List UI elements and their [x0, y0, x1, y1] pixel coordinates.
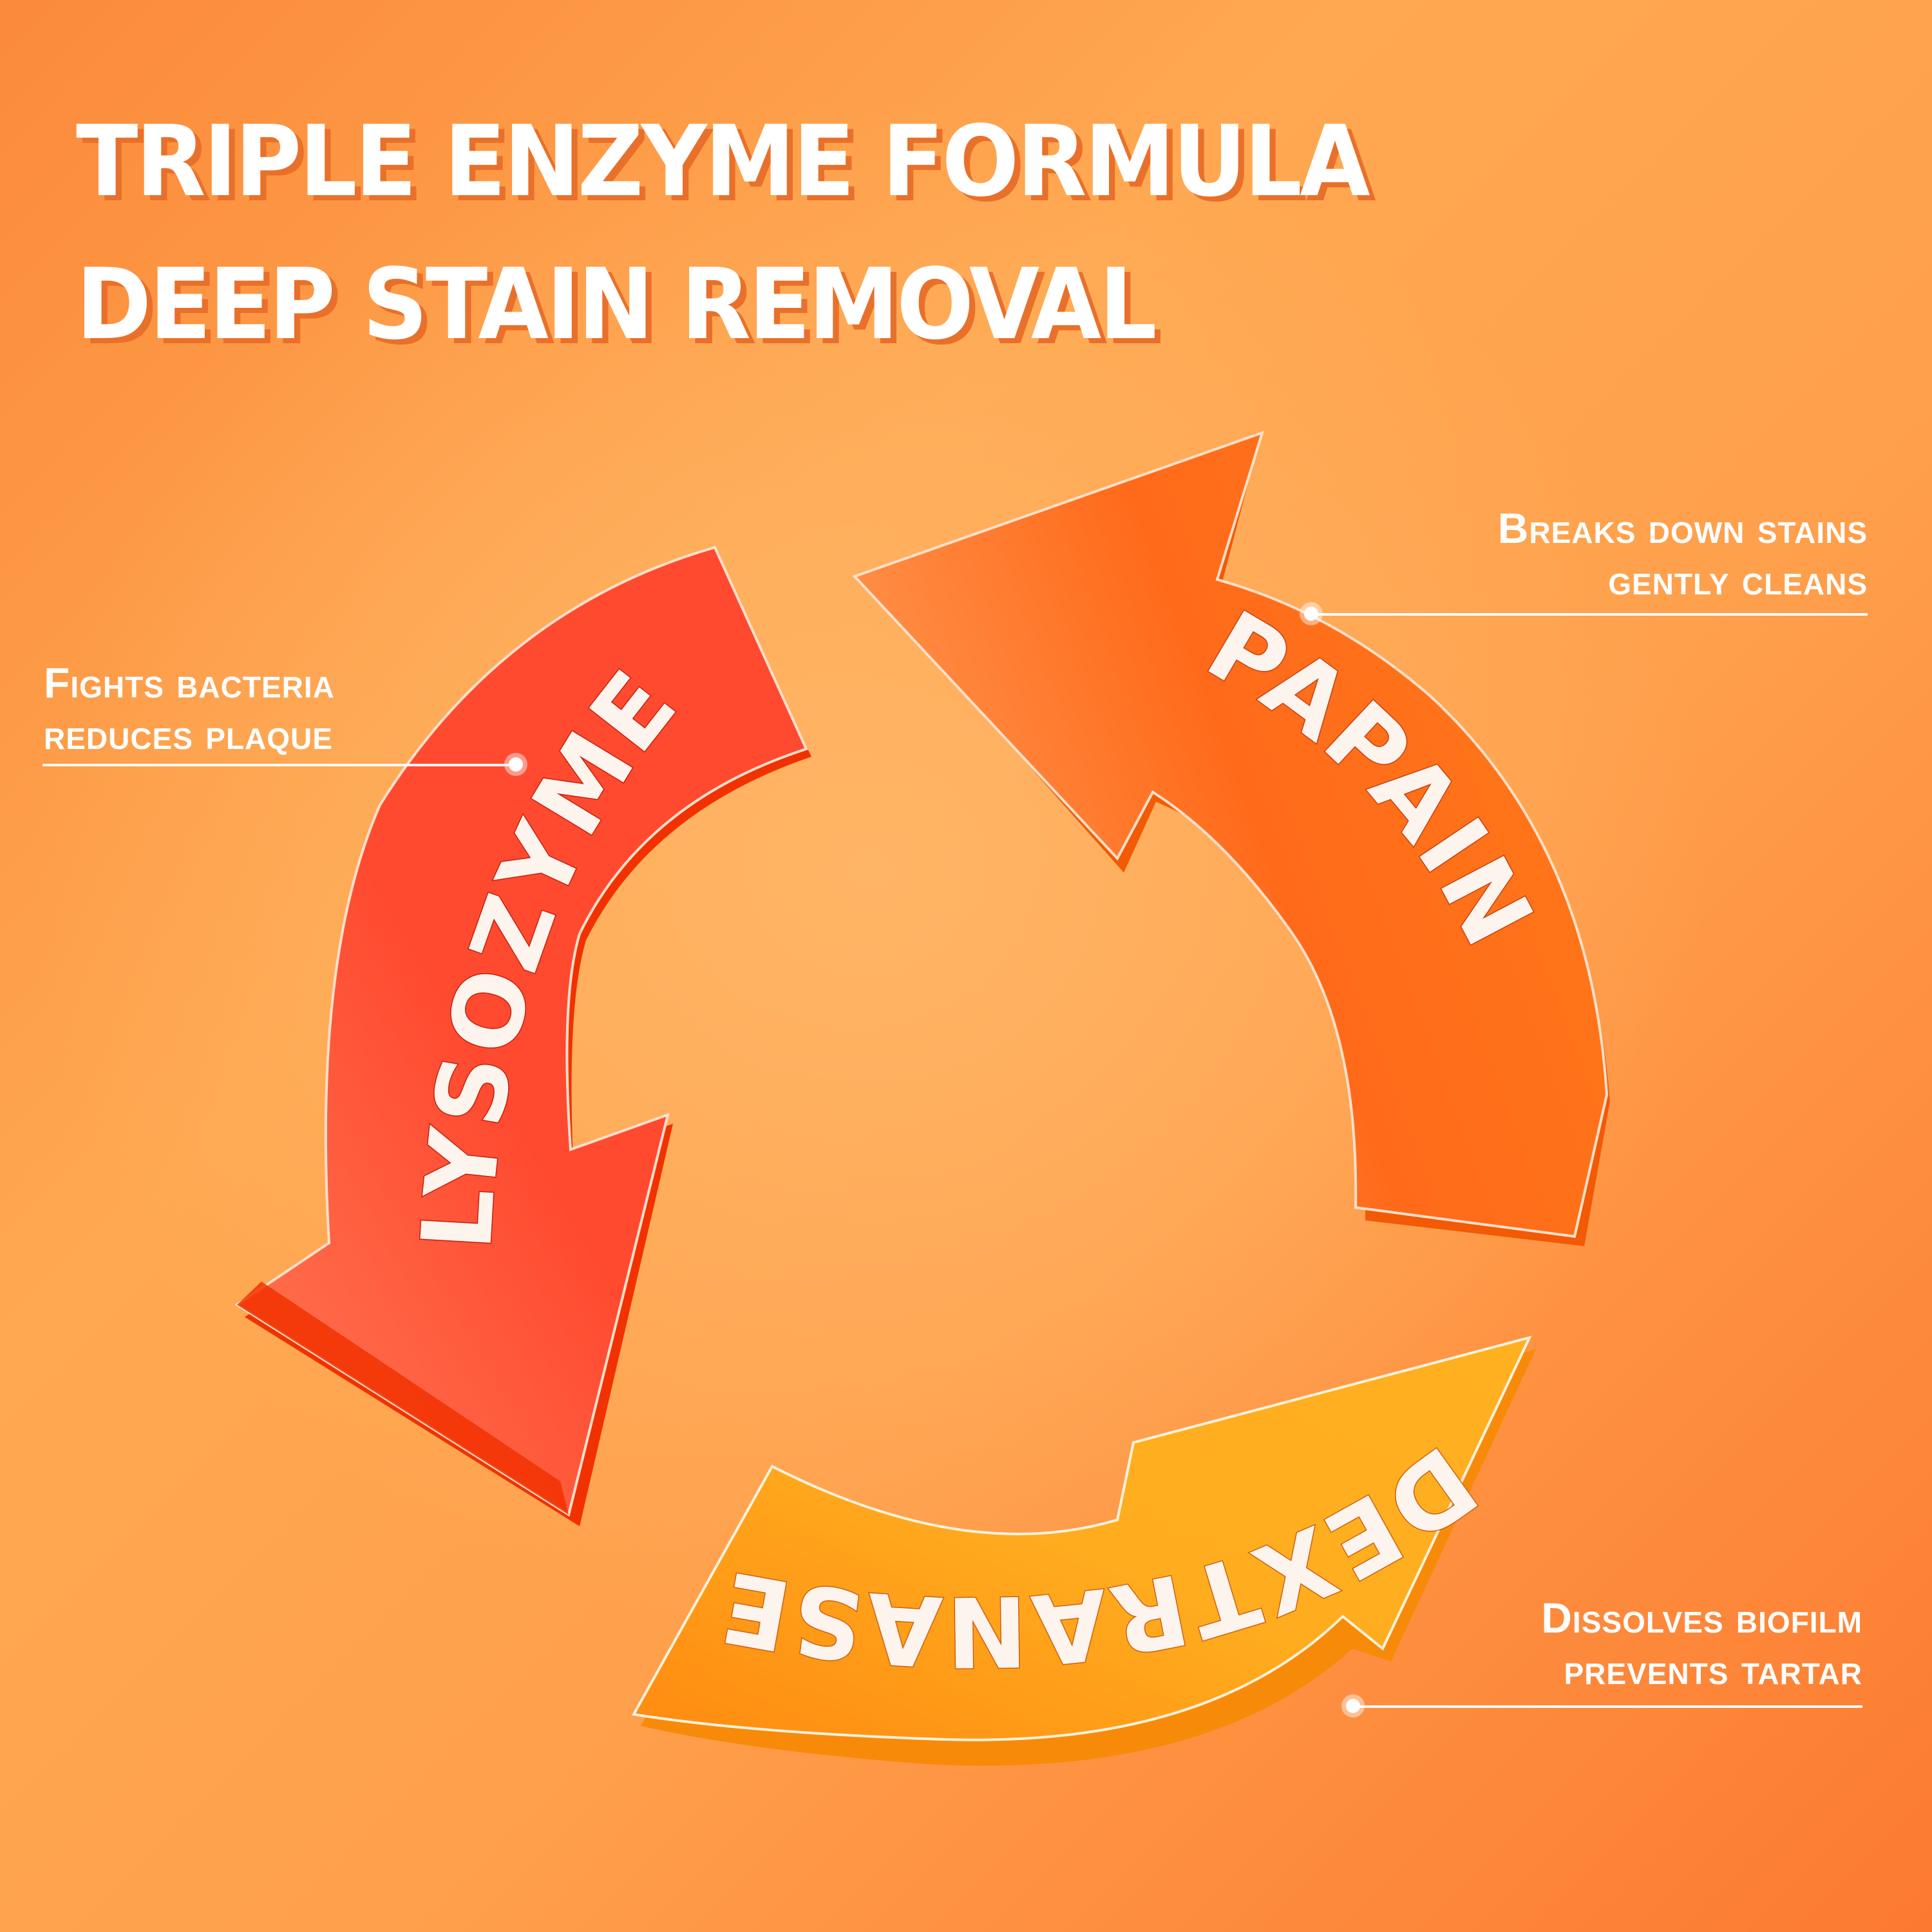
arrow-lysozyme-face — [234, 545, 808, 1517]
callout-papain: Breaks down stains gently cleans — [1498, 502, 1868, 605]
arrow-papain: PAPAIN — [852, 430, 1610, 1246]
callout-papain-line-2: gently cleans — [1608, 556, 1868, 603]
arrow-papain-face — [852, 430, 1609, 1238]
callout-lysozyme-dot — [509, 757, 523, 772]
callout-lysozyme: Fights bacteria reduces plaque — [44, 657, 335, 760]
callout-lysozyme-line-2: reduces plaque — [44, 710, 333, 758]
headline-line-2: DEEP STAIN REMOVAL — [76, 247, 1157, 361]
callout-dextranase-line-2: prevents tartar — [1564, 1645, 1862, 1693]
callout-dextranase: Dissolves biofilm prevents tartar — [1541, 1592, 1862, 1695]
callout-papain-dot — [1304, 607, 1318, 621]
callout-dextranase-dot — [1346, 1699, 1360, 1713]
callout-dextranase-connector — [1359, 1705, 1862, 1708]
arrow-dextranase: DEXTRANASE — [631, 1335, 1536, 1766]
callout-papain-connector — [1311, 613, 1868, 616]
headline: TRIPLE ENZYME FORMULA DEEP STAIN REMOVAL — [76, 90, 1370, 376]
headline-line-1: TRIPLE ENZYME FORMULA — [76, 104, 1370, 218]
callout-lysozyme-line-1: Fights bacteria — [44, 659, 335, 706]
arrow-dextranase-face — [631, 1335, 1532, 1741]
callout-dextranase-line-1: Dissolves biofilm — [1541, 1594, 1862, 1642]
callout-papain-line-1: Breaks down stains — [1497, 504, 1868, 552]
callout-lysozyme-connector — [43, 764, 516, 766]
